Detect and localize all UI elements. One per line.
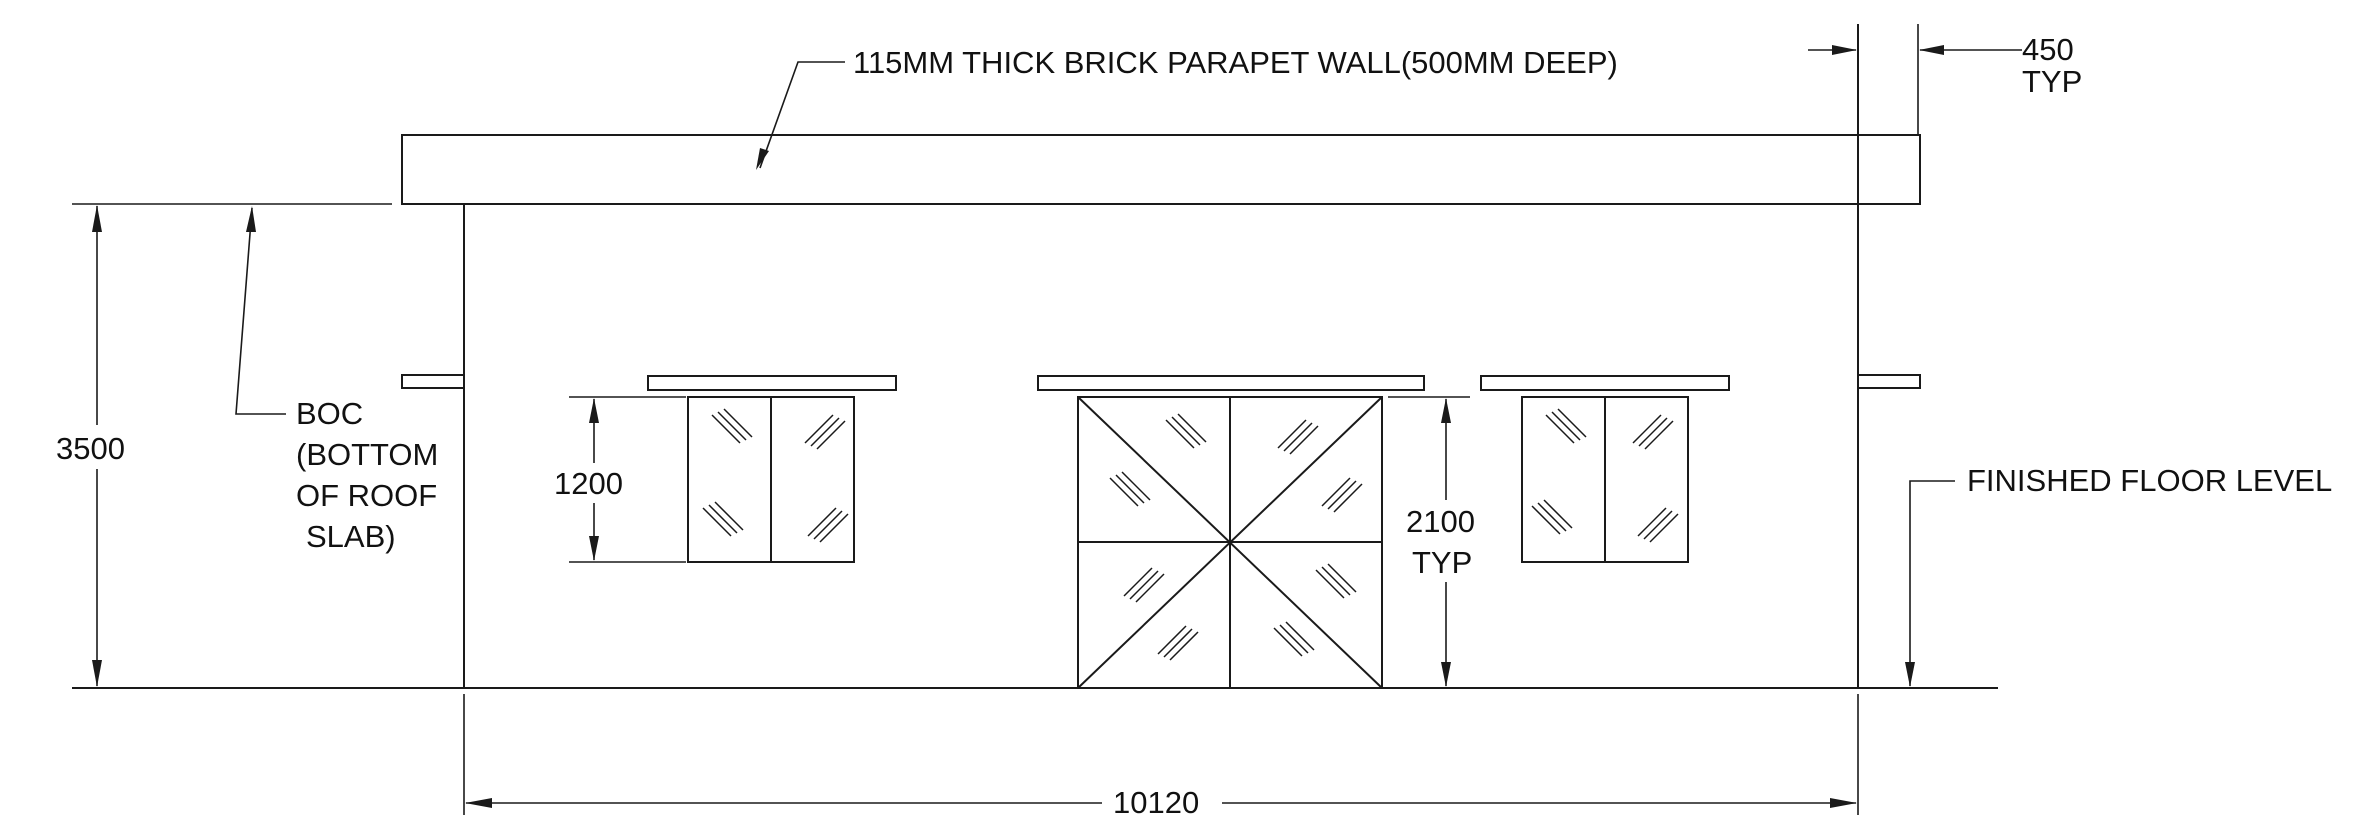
height-dim-text-gap — [60, 425, 140, 469]
window-dim-value: 1200 — [554, 466, 623, 501]
door — [1077, 396, 1383, 689]
height-dim-value: 3500 — [56, 431, 125, 466]
ffl-leader-arrow — [1905, 662, 1915, 687]
parapet-note-text: 115MM THICK BRICK PARAPET WALL(500MM DEE… — [853, 45, 1618, 80]
right-window-chajja — [1480, 375, 1730, 391]
left-window-glazing-marks — [702, 408, 849, 543]
ffl-note-text: FINISHED FLOOR LEVEL — [1967, 463, 2332, 498]
parapet-dim-left-arrow — [1832, 45, 1857, 55]
door-dim-typ: TYP — [1412, 545, 1472, 580]
parapet-wall — [401, 134, 1921, 205]
boc-leader-arrow — [246, 206, 256, 232]
door-dim-bottom-arrow — [1441, 662, 1451, 687]
door-glazing-marks — [1109, 413, 1363, 661]
right-ledge — [1857, 374, 1921, 389]
right-window-glazing-marks — [1531, 408, 1679, 543]
left-window — [687, 396, 855, 563]
parapet-dim-typ: TYP — [2022, 64, 2082, 99]
door-dim-top-arrow — [1441, 398, 1451, 423]
left-window-chajja — [647, 375, 897, 391]
width-dim-left-arrow — [465, 798, 492, 808]
door-dim-text-gap — [1400, 500, 1494, 582]
boc-note-line4: SLAB) — [306, 519, 396, 554]
boc-note-line2: (BOTTOM — [296, 437, 438, 472]
parapet-leader-line — [759, 61, 845, 169]
parapet-dim-value: 450 — [2022, 32, 2074, 67]
parapet-dim-right-arrow — [1919, 45, 1944, 55]
ffl-leader-line — [1909, 480, 1955, 686]
boc-note-line1: BOC — [296, 396, 363, 431]
width-dim-value: 10120 — [1113, 785, 1199, 815]
window-dim-bottom-arrow — [589, 536, 599, 561]
parapet-leader-arrow — [756, 148, 769, 170]
height-dim-top-arrow — [92, 205, 102, 232]
door-chajja — [1037, 375, 1425, 391]
height-dim-bottom-arrow — [92, 660, 102, 687]
boc-note-line3: OF ROOF — [296, 478, 437, 513]
door-dim-value: 2100 — [1406, 504, 1475, 539]
left-ledge — [401, 374, 465, 389]
window-dim-text-gap — [552, 463, 634, 503]
width-dim-right-arrow — [1830, 798, 1857, 808]
boc-leader-line — [235, 207, 286, 415]
right-window — [1521, 396, 1689, 563]
window-dim-top-arrow — [589, 398, 599, 423]
